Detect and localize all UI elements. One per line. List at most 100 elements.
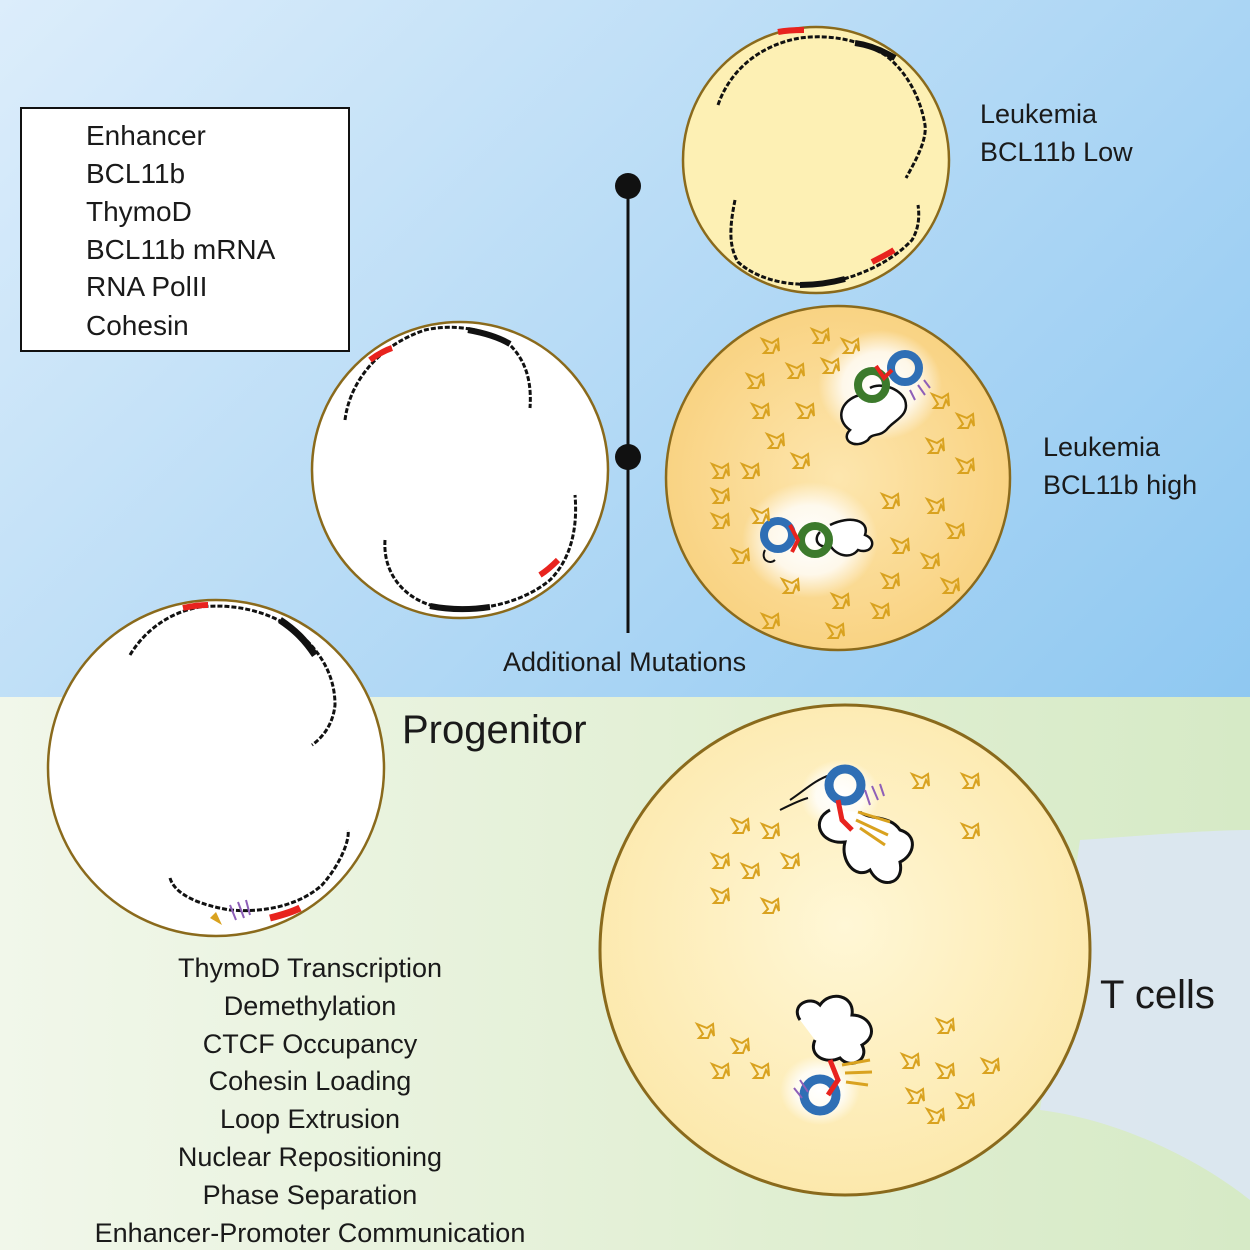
mrna-particle <box>924 496 945 514</box>
chromatin-strand <box>168 829 350 913</box>
mrna-particle <box>934 1061 955 1079</box>
bcl11b-segment <box>538 557 561 578</box>
legend-label: Enhancer <box>86 120 206 151</box>
cell-leukemia-low <box>681 25 951 295</box>
cohesin-ring <box>797 522 833 558</box>
mrna-particle <box>954 456 975 474</box>
tcell-side-shape <box>1040 830 1250 1200</box>
mrna-particle <box>729 816 750 834</box>
mrna-particle <box>819 356 840 374</box>
mrna-particle <box>729 1036 750 1054</box>
mrna-particle <box>709 486 730 504</box>
mrna-particle <box>979 1056 1000 1074</box>
process-step: Loop Extrusion <box>219 1104 401 1135</box>
mutation-timeline <box>615 173 641 633</box>
mrna-particle <box>779 576 800 594</box>
mrna-particle <box>784 361 805 379</box>
process-step: Demethylation <box>223 990 397 1021</box>
cohesin-ring <box>854 367 890 403</box>
mrna-particle <box>749 506 770 524</box>
cohesin-ring <box>760 517 796 553</box>
process-step: ThymoD Transcription <box>177 953 443 983</box>
mrna-particle <box>939 576 960 594</box>
cohesin-ring <box>799 1074 841 1116</box>
mrna-particle <box>919 551 940 569</box>
cell-progenitor <box>46 598 386 938</box>
leukemia-high-line2: BCL11b high <box>1043 470 1198 500</box>
legend-label: Cohesin <box>86 310 189 341</box>
legend-label: ThymoD <box>86 196 192 227</box>
mrna-particle <box>889 536 910 554</box>
mrna-particle <box>739 461 760 479</box>
mrna-particle <box>694 1021 715 1039</box>
mrna-particle <box>944 521 965 539</box>
mrna-particle <box>729 546 750 564</box>
mrna-particle <box>749 401 770 419</box>
mrna-particle <box>829 591 850 609</box>
legend-label: BCL11b <box>86 158 186 189</box>
mrna-particle <box>709 851 730 869</box>
mrna-particle <box>899 1051 920 1069</box>
mrna-particle <box>824 621 845 639</box>
legend-item-enhancer: Enhancer <box>22 117 348 153</box>
chromatin-strand <box>716 35 927 179</box>
mrna-particle <box>954 411 975 429</box>
chromatin-strand <box>383 494 578 611</box>
mrna-particle <box>924 436 945 454</box>
mrna-particle <box>924 1106 945 1124</box>
mrna-particle <box>749 1061 770 1079</box>
mrna-particle <box>934 1016 955 1034</box>
legend-label: BCL11b mRNA <box>86 234 276 265</box>
mrna-particle <box>879 491 900 509</box>
process-step: Enhancer-Promoter Communication <box>94 1217 526 1248</box>
tcells-label: T cells <box>1100 973 1215 1017</box>
mrna-particle <box>739 861 760 879</box>
leukemia-low-line2: BCL11b Low <box>980 137 1133 167</box>
cell-leukemia-high <box>664 304 1012 652</box>
legend-item-mrna: BCL11b mRNA <box>22 231 348 267</box>
mrna-particle <box>839 336 860 354</box>
chromatin-loop <box>815 518 874 557</box>
mrna-particles <box>694 326 1000 1124</box>
mrna-particle <box>759 896 780 914</box>
mrna-particle <box>959 821 980 839</box>
leukemia-low-label: Leukemia BCL11b Low <box>980 95 1133 171</box>
mrna-particle <box>794 401 815 419</box>
mrna-particle <box>709 886 730 904</box>
legend: Enhancer BCL11b ThymoD BCL11b mRNA RNA P… <box>20 107 350 352</box>
mrna-particle <box>909 771 930 789</box>
chromatin-loop <box>817 808 914 884</box>
leukemia-low-line1: Leukemia <box>980 99 1098 129</box>
mrna-particle <box>929 391 950 409</box>
process-step: Phase Separation <box>202 1179 418 1210</box>
mrna-particle <box>709 511 730 529</box>
mrna-particle <box>764 431 785 449</box>
mrna-particle <box>709 1061 730 1079</box>
bcl11b-segment <box>182 602 209 611</box>
chromatin-strand <box>343 325 532 421</box>
cell-intermediate <box>310 320 610 620</box>
timeline-node-middle <box>615 444 641 470</box>
chromatin-loop <box>796 994 873 1065</box>
mrna-particle <box>809 326 830 344</box>
mrna-particle <box>779 851 800 869</box>
process-step: CTCF Occupancy <box>202 1028 418 1059</box>
cohesin-ring <box>887 350 923 386</box>
mrna-particle <box>709 461 730 479</box>
mrna-particle <box>954 1091 975 1109</box>
leukemia-high-label: Leukemia BCL11b high <box>1043 428 1197 504</box>
process-step: Nuclear Repositioning <box>177 1141 443 1172</box>
legend-label: RNA PolII <box>86 271 208 302</box>
bcl11b-segment <box>870 247 896 265</box>
bcl11b-segment <box>368 345 394 363</box>
mrna-particle <box>744 371 765 389</box>
progenitor-label: Progenitor <box>402 708 587 752</box>
cell-t-cell <box>598 703 1092 1197</box>
process-steps-list: ThymoD Transcription Demethylation CTCF … <box>40 950 580 1252</box>
mrna-particle <box>869 601 890 619</box>
mrna-particle <box>959 771 980 789</box>
mrna-particle <box>789 451 810 469</box>
bcl11b-segment <box>269 904 302 922</box>
mrna-particle <box>759 821 780 839</box>
